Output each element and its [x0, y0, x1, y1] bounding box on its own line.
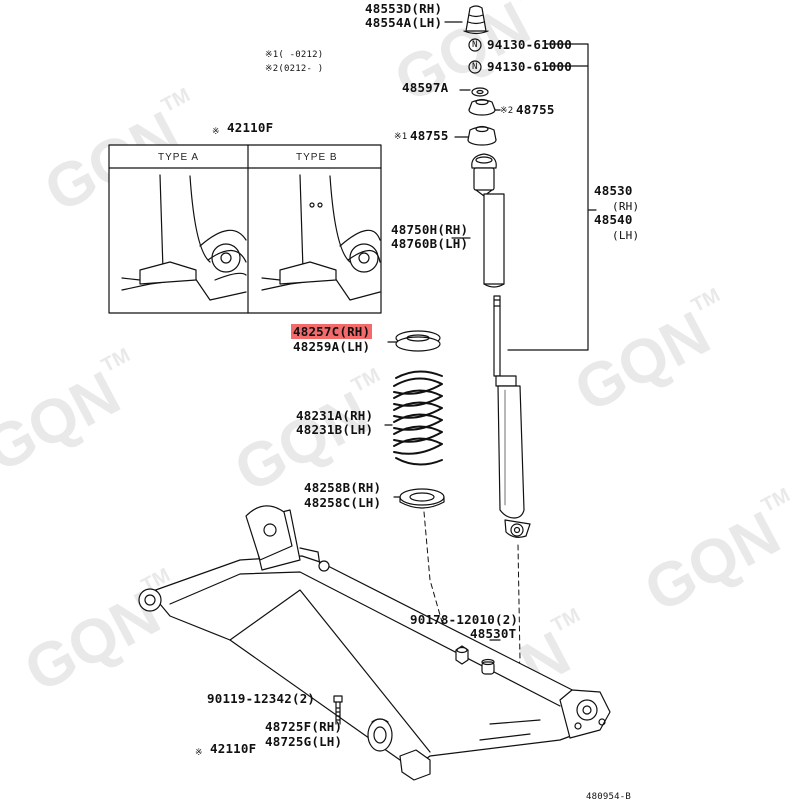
- part-label-bush-lh[interactable]: 48725G(LH): [265, 734, 343, 749]
- part-label-bump-stop-rh[interactable]: 48553D(RH): [365, 1, 443, 16]
- type-b-label: TYPE B: [296, 152, 338, 163]
- mark-s1: ※1: [394, 132, 408, 142]
- inset-box: [108, 144, 382, 314]
- bolt-nut: [455, 645, 469, 665]
- figure-reference: 480954-B: [586, 792, 631, 800]
- lower-support: [467, 125, 497, 146]
- part-label-upper-seat-lh[interactable]: 48259A(LH): [293, 339, 371, 354]
- rubber-bushing: [367, 718, 393, 752]
- nut-icon-1: [468, 38, 482, 52]
- nut-marker-1: N: [472, 40, 478, 50]
- part-label-lower-seat-lh[interactable]: 48258C(LH): [304, 495, 382, 510]
- part-label-support-1[interactable]: 48755: [410, 128, 449, 143]
- part-label-lower-seat-rh[interactable]: 48258B(RH): [304, 480, 382, 495]
- mark-star-bottom: ※: [195, 748, 203, 758]
- part-label-cover-lh[interactable]: 48760B(LH): [391, 236, 469, 251]
- nut-marker-2: N: [472, 62, 478, 72]
- unit-rh: (RH): [612, 200, 640, 213]
- retainer-washer: [471, 87, 489, 97]
- part-label-nut-1[interactable]: 94130-61000: [487, 37, 572, 52]
- part-label-upper-seat-rh[interactable]: 48257C(RH): [291, 324, 373, 339]
- coil-spring: [393, 370, 443, 466]
- absorber-group-bracket: [507, 43, 597, 351]
- unit-lh: (LH): [612, 229, 640, 242]
- beam-bolt: [333, 695, 343, 725]
- axle-beam: [138, 505, 611, 781]
- part-label-bush-rh[interactable]: 48725F(RH): [265, 719, 343, 734]
- part-label-nut-2[interactable]: 94130-61000: [487, 59, 572, 74]
- part-label-cover-rh[interactable]: 48750H(RH): [391, 222, 469, 237]
- type-a-label: TYPE A: [158, 152, 200, 163]
- absorber-bushing: [481, 658, 495, 675]
- part-label-bushing-t[interactable]: 48530T: [470, 626, 517, 641]
- part-label-absorber-main[interactable]: 48530: [594, 183, 633, 198]
- part-label-absorber-lh[interactable]: 48540: [594, 212, 633, 227]
- part-label-bump-stop-lh[interactable]: 48554A(LH): [365, 15, 443, 30]
- part-label-bolt-qty[interactable]: 90178-12010(2): [410, 612, 519, 627]
- lower-spring-seat: [399, 488, 445, 509]
- dust-cover: [471, 153, 505, 288]
- highlight-marker: 48257C(RH): [291, 324, 373, 339]
- upper-support: [468, 98, 496, 116]
- note-1: ※1( -0212): [265, 50, 324, 60]
- part-label-retainer[interactable]: 48597A: [402, 80, 449, 95]
- part-label-beam-bottom[interactable]: 42110F: [210, 741, 257, 756]
- part-label-spring-rh[interactable]: 48231A(RH): [296, 408, 374, 423]
- part-label-support-2[interactable]: 48755: [516, 102, 555, 117]
- mark-star-top: ※: [212, 127, 220, 137]
- mark-s2: ※2: [500, 106, 514, 116]
- upper-spring-seat: [395, 330, 441, 352]
- part-label-spring-lh[interactable]: 48231B(LH): [296, 422, 374, 437]
- nut-icon-2: [468, 60, 482, 74]
- part-label-bolt-beam[interactable]: 90119-12342(2): [207, 691, 316, 706]
- part-label-beam-top[interactable]: 42110F: [227, 120, 274, 135]
- shock-absorber: [493, 295, 531, 538]
- bump-stop: [463, 5, 489, 35]
- note-2: ※2(0212- ): [265, 64, 324, 74]
